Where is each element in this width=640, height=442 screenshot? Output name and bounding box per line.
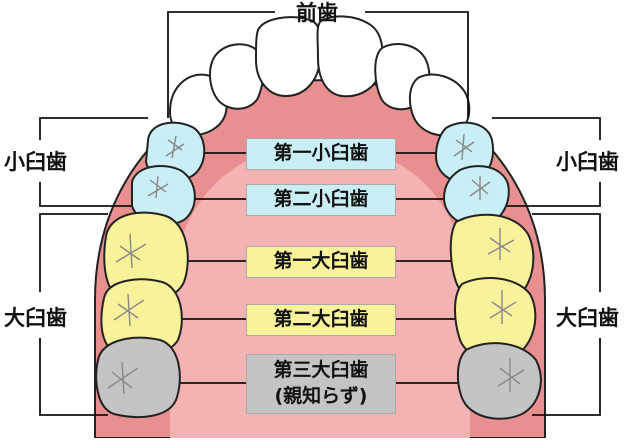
- molar-label-left: 大臼歯: [4, 306, 67, 330]
- premolar-label-left: 小臼歯: [4, 150, 67, 174]
- front-teeth-label: 前歯: [296, 1, 338, 25]
- front-teeth: [168, 15, 471, 137]
- front-tooth-left-central: [254, 16, 322, 98]
- premolar-left-bracket: [39, 117, 148, 207]
- second-premolar-label: 第二小臼歯: [273, 188, 369, 210]
- premolar-label-right: 小臼歯: [556, 150, 619, 174]
- molar-left-2: [100, 278, 183, 358]
- first-premolar-box: 第一小臼歯: [246, 138, 396, 170]
- molar-left-bracket: [39, 213, 108, 416]
- molar-right-3: [456, 342, 542, 420]
- molar-label-right: 大臼歯: [556, 306, 619, 330]
- front-bracket: [167, 11, 469, 118]
- first-premolar-label: 第一小臼歯: [273, 142, 369, 164]
- molar-left-3: [95, 336, 181, 419]
- front-tooth-right-central: [316, 15, 384, 98]
- third-molar-box: 第三大臼歯 (親知らず): [246, 354, 396, 414]
- molar-right-bracket: [532, 213, 601, 416]
- second-molar-label: 第二大臼歯: [273, 308, 369, 330]
- first-molar-box: 第一大臼歯: [246, 246, 396, 278]
- tooth-grooves: [107, 133, 525, 395]
- molars: [95, 211, 542, 420]
- first-molar-label: 第一大臼歯: [273, 250, 369, 272]
- third-molar-label: 第三大臼歯: [273, 359, 369, 381]
- second-molar-box: 第二大臼歯: [246, 304, 396, 336]
- second-premolar-box: 第二小臼歯: [246, 184, 396, 216]
- third-molar-note: (親知らず): [274, 385, 368, 407]
- front-tooth-left-lateral: [209, 43, 265, 110]
- premolar-right-bracket: [492, 117, 601, 207]
